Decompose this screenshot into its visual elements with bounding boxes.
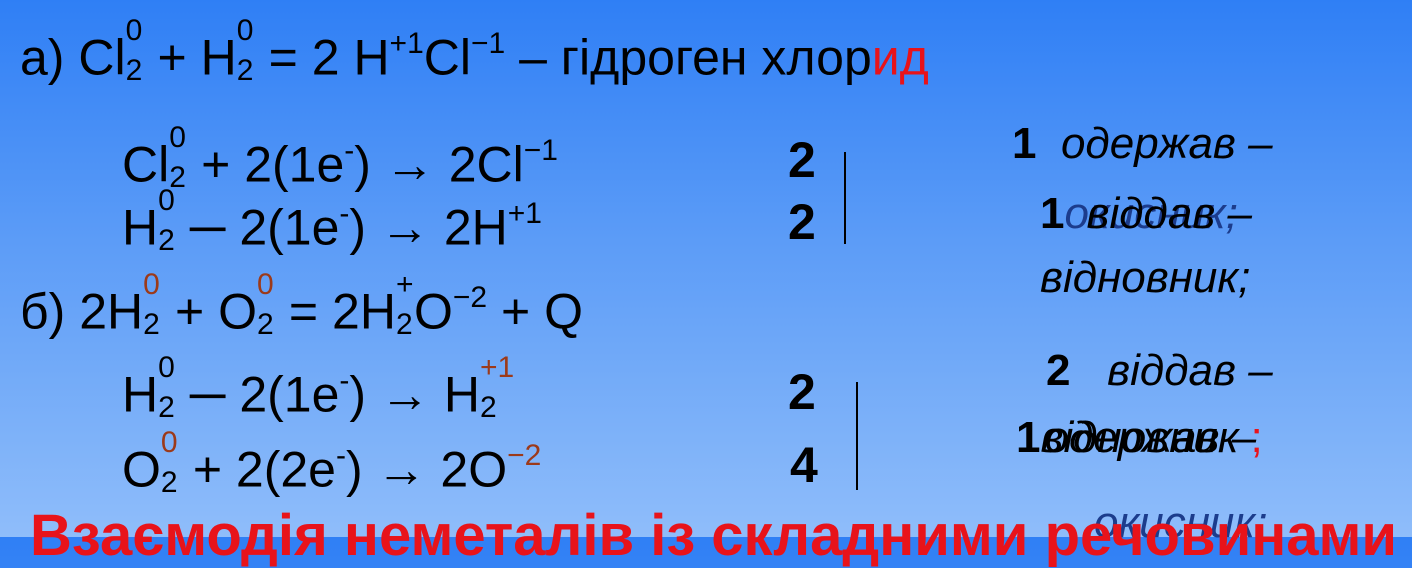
note-4: 2 віддав – — [1046, 346, 1273, 395]
coef-a2: 2 — [788, 194, 816, 250]
note-3: відновник; — [1040, 253, 1251, 302]
coef-b1: 2 — [788, 364, 816, 420]
label-a: а) — [20, 29, 65, 86]
coef-b2: 4 — [790, 437, 818, 493]
note-1: 1 одержав – — [1012, 119, 1273, 168]
coef-a1: 2 — [788, 132, 816, 188]
note-2-overlap: окисник; — [1064, 189, 1238, 238]
section-heading: Взаємодія неметалів із складними речовин… — [30, 503, 1398, 568]
bracket-a — [844, 152, 846, 244]
note-5-overlap: відновник — [1040, 413, 1239, 462]
label-b: б) — [20, 283, 66, 340]
bracket-b — [856, 382, 858, 490]
suffix-id: ид — [871, 29, 929, 86]
